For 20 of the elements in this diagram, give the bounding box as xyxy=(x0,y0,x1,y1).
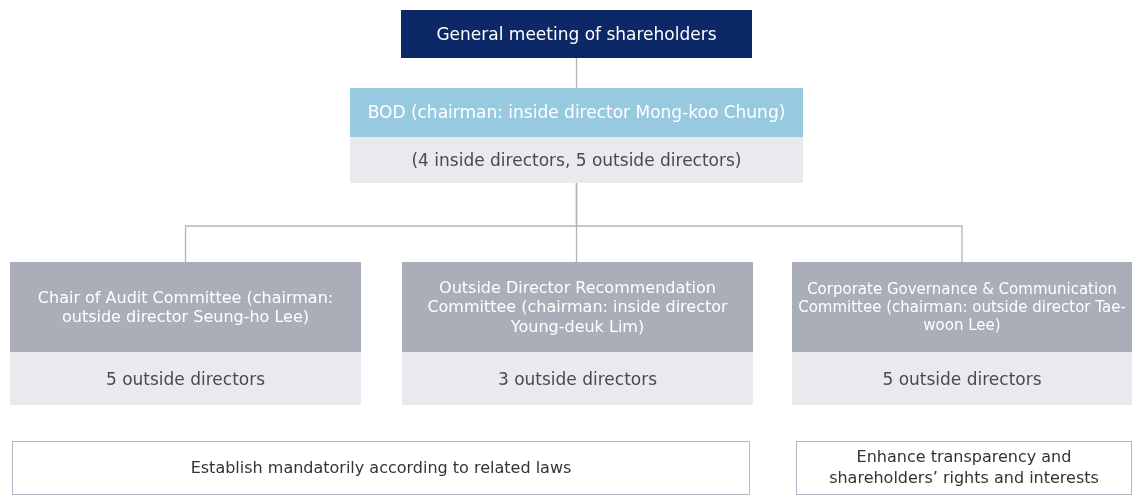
box-heading: BOD (chairman: inside director Mong-koo Chung) xyxy=(350,88,803,137)
note-text: Establish mandatorily according to related laws xyxy=(189,456,573,479)
box-body-text: 5 outside directors xyxy=(881,367,1043,391)
note-box xyxy=(796,441,1132,495)
box-heading: Corporate Governance & Communication Committee (chairman: outside director Tae-woon Lee) xyxy=(792,262,1132,352)
committee-box xyxy=(350,88,803,183)
connector-line xyxy=(575,57,578,89)
meeting-box xyxy=(401,10,752,58)
box-body-text: 3 outside directors xyxy=(496,367,659,391)
committee-box xyxy=(402,262,753,405)
committee-box xyxy=(10,262,361,405)
note-box xyxy=(12,441,750,495)
box-body-text: 5 outside directors xyxy=(104,367,267,391)
box-title: General meeting of shareholders xyxy=(435,23,718,46)
box-body-text: (4 inside directors, 5 outside directors) xyxy=(410,149,743,172)
box-heading: Chair of Audit Committee (chairman: outside director Seung-ho Lee) xyxy=(10,262,361,352)
note-text: Enhance transparency and shareholders’ rights and interests xyxy=(828,446,1100,489)
connector-line xyxy=(575,182,963,263)
box-heading: Outside Director Recommendation Committee (chairman: inside director Young-deuk Lim) xyxy=(402,262,753,352)
committee-box xyxy=(792,262,1132,405)
